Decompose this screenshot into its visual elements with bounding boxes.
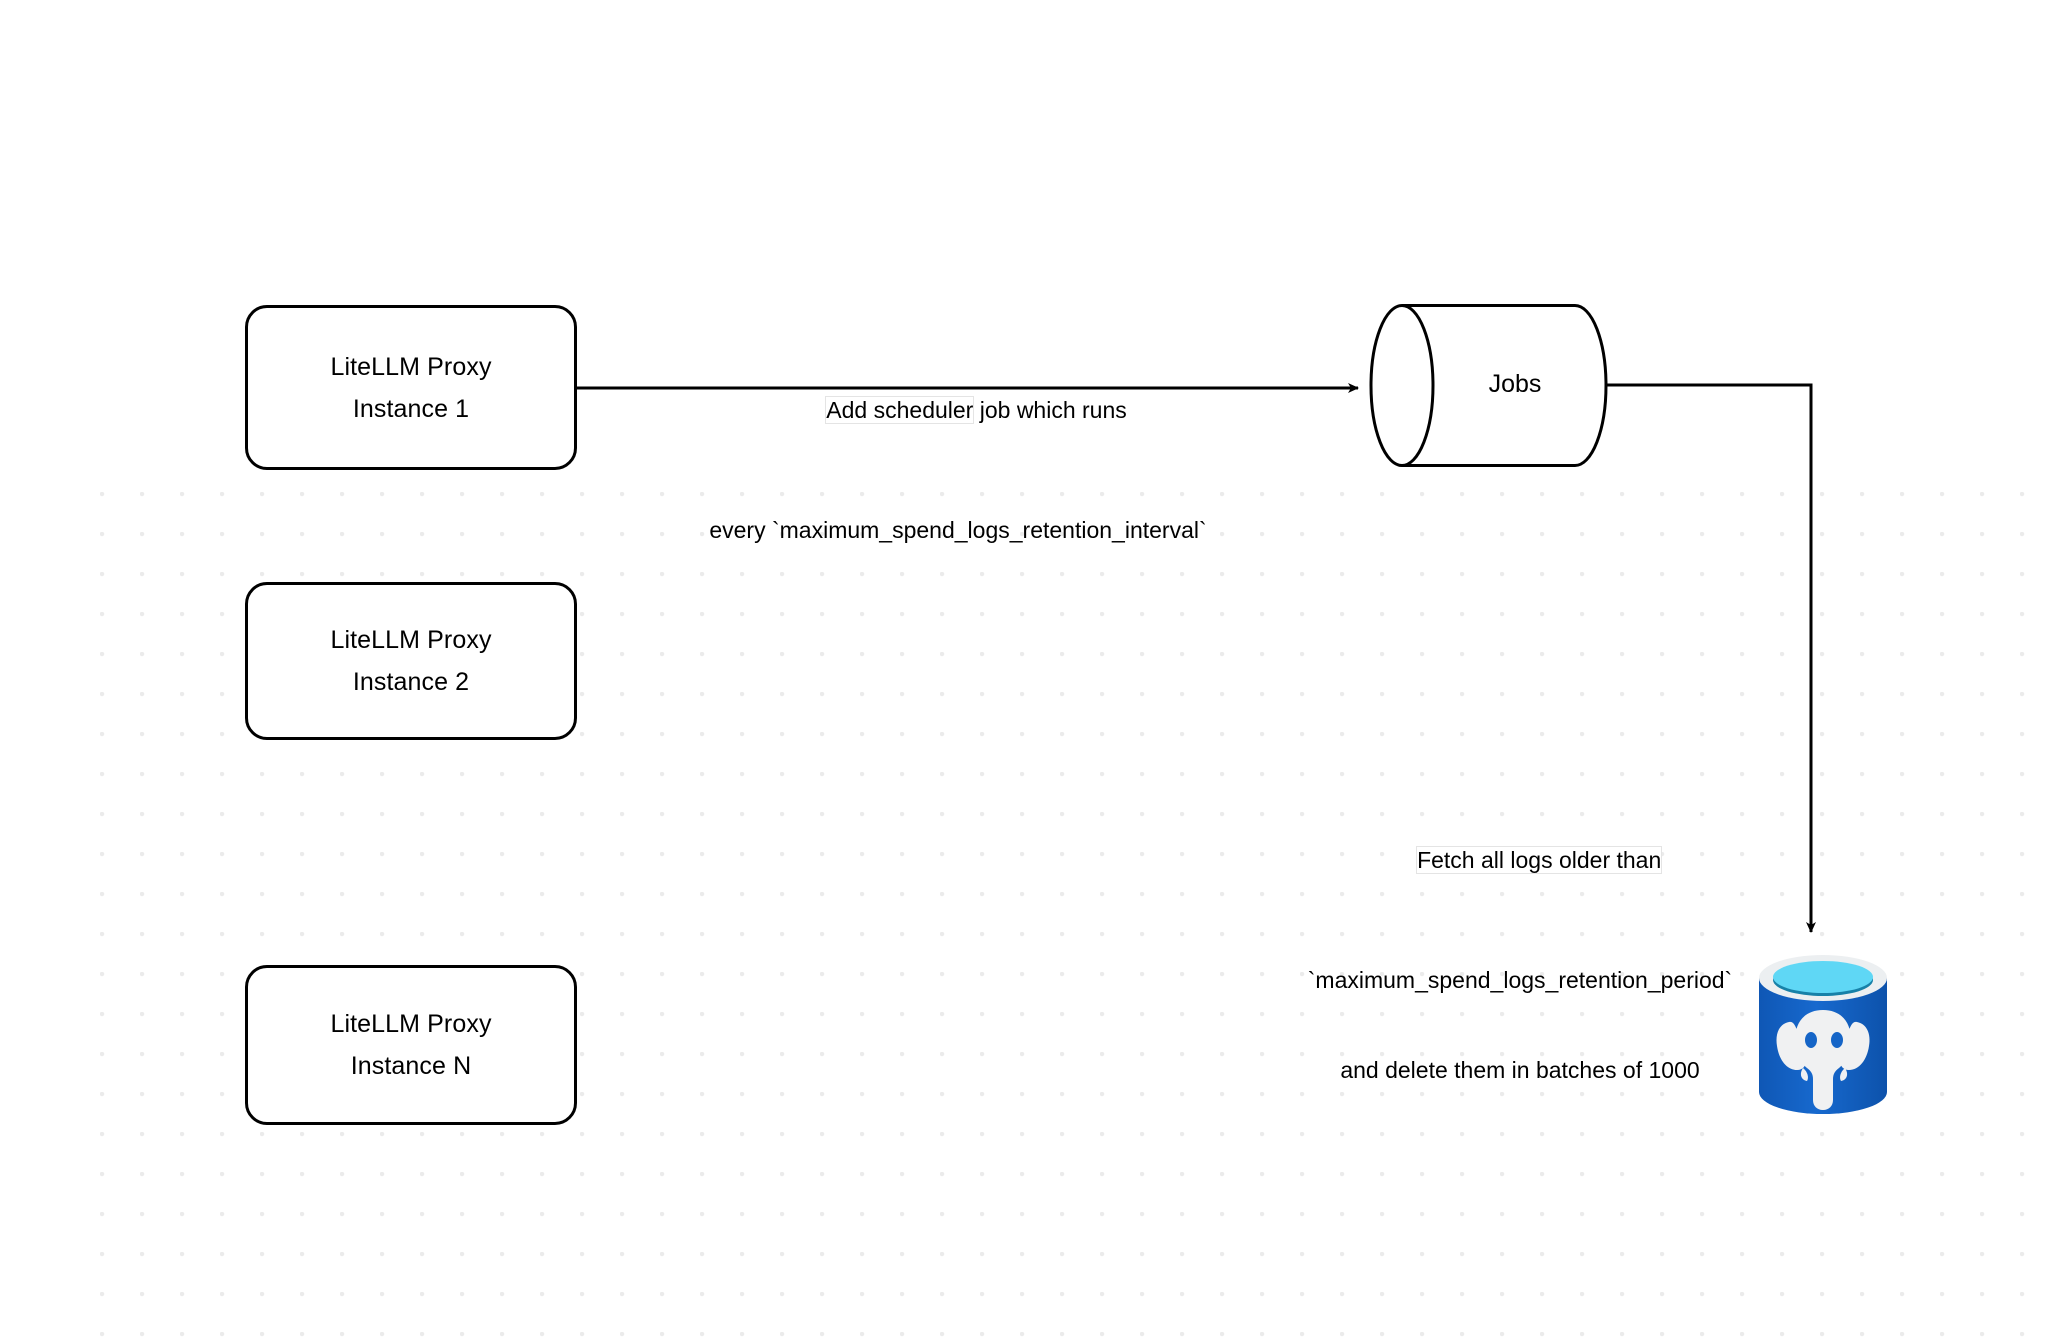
node-litellm-proxy-instance-2[interactable]: LiteLLM Proxy Instance 2 bbox=[245, 582, 577, 740]
elephant-eyes bbox=[1805, 1032, 1843, 1048]
postgresql-icon bbox=[1759, 955, 1887, 1114]
node-label: LiteLLM Proxy Instance N bbox=[330, 1010, 492, 1080]
node-label: LiteLLM Proxy Instance 2 bbox=[330, 626, 492, 696]
edge-fetch-delete-label-highlight: Fetch all logs older than bbox=[1417, 847, 1662, 873]
edge-fetch-delete-label-line-1: Fetch all logs older than bbox=[1240, 815, 1800, 905]
edge-fetch-delete-label-line-3: and delete them in batches of 1000 bbox=[1340, 1057, 1700, 1083]
edge-scheduler-label-line-2: every `maximum_spend_logs_retention_inte… bbox=[709, 517, 1207, 543]
node-postgres-database[interactable] bbox=[1753, 950, 1893, 1126]
edge-fetch-delete-label-line-2: `maximum_spend_logs_retention_period` bbox=[1307, 967, 1733, 993]
node-litellm-proxy-instance-1[interactable]: LiteLLM Proxy Instance 1 bbox=[245, 305, 577, 470]
elephant-tusks bbox=[1800, 1068, 1848, 1081]
edge-scheduler-label-highlight: Add scheduler bbox=[826, 397, 974, 423]
node-litellm-proxy-instance-n[interactable]: LiteLLM Proxy Instance N bbox=[245, 965, 577, 1125]
edge-scheduler-label-line-1: Add scheduler job which runs bbox=[608, 365, 1308, 455]
edge-fetch-delete-label: Fetch all logs older than `maximum_spend… bbox=[1240, 755, 1800, 1145]
edge-scheduler-label: Add scheduler job which runs every `maxi… bbox=[608, 305, 1308, 605]
node-label: LiteLLM Proxy Instance 1 bbox=[330, 352, 492, 423]
edge-scheduler-label-line-1-rest: job which runs bbox=[973, 397, 1127, 423]
node-jobs-cylinder[interactable]: Jobs bbox=[1362, 296, 1616, 476]
jobs-cylinder-shape bbox=[1369, 304, 1608, 467]
node-label: Jobs bbox=[1488, 370, 1542, 398]
